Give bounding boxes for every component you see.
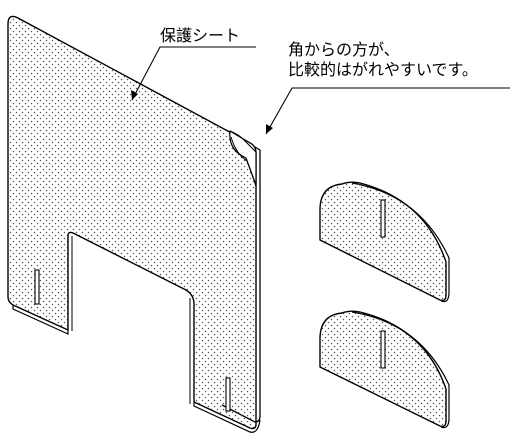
- peel-tip-line-1: 角からの方が、: [288, 40, 400, 59]
- tip-leader: [265, 87, 510, 135]
- upper-foot-front: [319, 181, 447, 302]
- large-panel-front: [7, 15, 257, 430]
- lower-foot-slot: [380, 330, 386, 369]
- large-panel-cutout-edge: [71, 236, 191, 404]
- large-panel-right-slot: [225, 377, 231, 412]
- upper-foot-slot: [380, 199, 386, 238]
- large-panel-left-slot: [34, 269, 40, 305]
- lower-foot-front: [319, 310, 447, 428]
- protective-sheet-leader: [131, 46, 256, 101]
- peel-tip-line-2: 比較的はがれやすいです。: [288, 60, 478, 79]
- tip-leader-arrow: [266, 124, 273, 134]
- peel-tip-label: 角からの方が、 比較的はがれやすいです。: [288, 40, 478, 80]
- peeled-corner-fold: [230, 136, 256, 183]
- protective-sheet-leader-arrow: [131, 90, 138, 100]
- large-panel-right-leg-edge: [193, 402, 261, 433]
- protective-sheet-label: 保護シート: [160, 26, 241, 45]
- peeled-corner-curl: [229, 130, 257, 153]
- large-panel-left-leg-edge: [12, 305, 69, 335]
